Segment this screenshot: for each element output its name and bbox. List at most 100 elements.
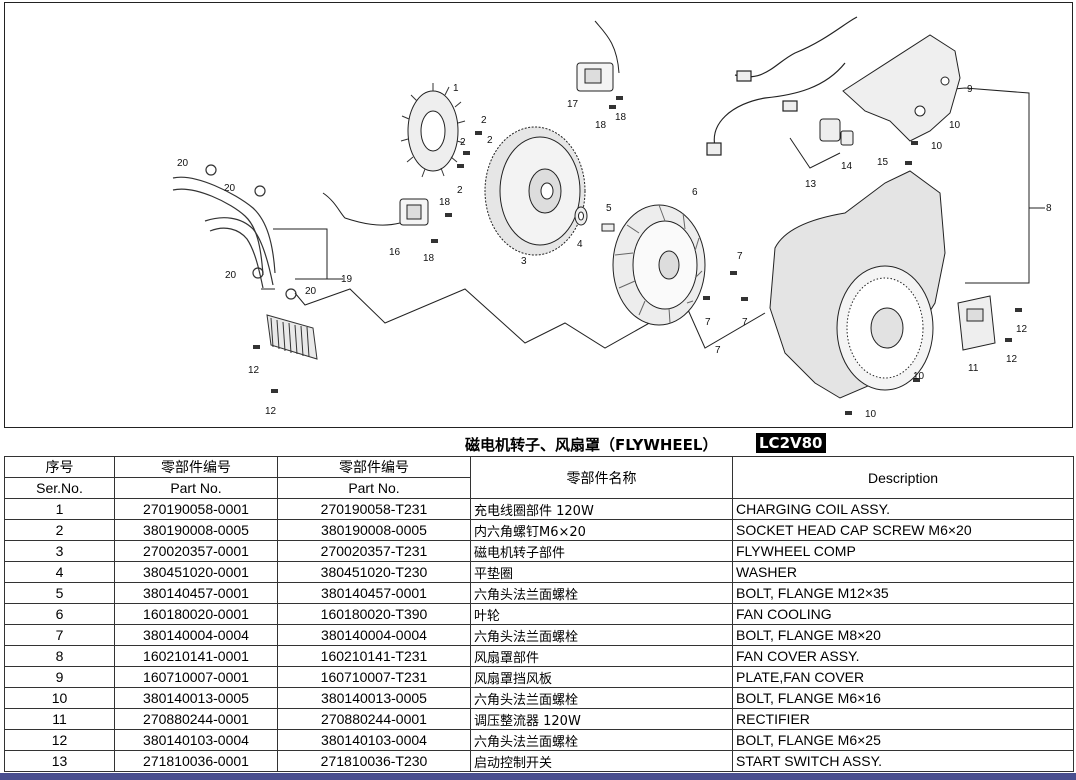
cell-part-name-cn: 风扇罩部件 [470,645,733,667]
cell-ser-no: 7 [4,624,115,646]
cell-ser-no: 8 [4,645,115,667]
cell-description: START SWITCH ASSY. [732,750,1074,772]
cell-part-no-alt: 271810036-T230 [277,750,471,772]
callout-18: 18 [439,197,451,208]
cell-ser-no: 9 [4,666,115,688]
callout-2: 2 [487,135,493,146]
cell-ser-no: 4 [4,561,115,583]
cell-part-no-alt: 160180020-T390 [277,603,471,625]
cell-description: BOLT, FLANGE M12×35 [732,582,1074,604]
cell-part-no: 270020357-0001 [114,540,278,562]
cell-part-no: 380140103-0004 [114,729,278,751]
cell-ser-no: 12 [4,729,115,751]
cell-description: CHARGING COIL ASSY. [732,498,1074,520]
callout-7: 7 [715,345,721,356]
callout-20: 20 [224,183,236,194]
header-ser-cn: 序号 [4,456,115,478]
ignition-coil-drawing [322,192,429,226]
cell-part-no-alt: 380140457-0001 [277,582,471,604]
callout-12: 12 [1016,324,1028,335]
cell-part-name-cn: 六角头法兰面螺栓 [470,687,733,709]
header-name-cn: 零部件名称 [470,456,733,499]
fan-cover-drawing [769,170,946,399]
cell-part-no: 380140004-0004 [114,624,278,646]
cell-part-no: 380190008-0005 [114,519,278,541]
callout-9: 9 [967,84,973,95]
cell-part-name-cn: 平垫圈 [470,561,733,583]
callout-17: 17 [567,99,579,110]
callout-20: 20 [225,270,237,281]
cell-ser-no: 6 [4,603,115,625]
callout-18: 18 [423,253,435,264]
callout-1: 1 [453,83,459,94]
callout-6: 6 [692,187,698,198]
callout-20: 20 [305,286,317,297]
flywheel-drawing [484,126,586,256]
cell-part-no: 270880244-0001 [114,708,278,730]
header-part2-cn: 零部件编号 [277,456,471,478]
callout-18: 18 [595,120,607,131]
cell-part-name-cn: 风扇罩挡风板 [470,666,733,688]
callout-12: 12 [265,406,277,417]
callout-3: 3 [521,256,527,267]
callout-8: 8 [1046,203,1052,214]
cell-part-name-cn: 启动控制开关 [470,750,733,772]
rectifier-drawing [957,295,996,351]
cell-part-no: 380140013-0005 [114,687,278,709]
header-part1-en: Part No. [114,477,278,499]
cell-part-no: 160180020-0001 [114,603,278,625]
cell-description: FAN COVER ASSY. [732,645,1074,667]
cell-part-no-alt: 160210141-T231 [277,645,471,667]
callout-2: 2 [457,185,463,196]
cell-part-name-cn: 内六角螺钉M6×20 [470,519,733,541]
header-description: Description [732,456,1074,499]
cell-ser-no: 3 [4,540,115,562]
cell-description: FAN COOLING [732,603,1074,625]
cell-part-name-cn: 六角头法兰面螺栓 [470,624,733,646]
cell-description: SOCKET HEAD CAP SCREW M6×20 [732,519,1074,541]
cell-part-no-alt: 270020357-T231 [277,540,471,562]
heat-exchanger-drawing [266,314,318,360]
washer-bolt-drawing [574,206,615,232]
cell-part-no: 380140457-0001 [114,582,278,604]
cell-part-no: 160210141-0001 [114,645,278,667]
model-badge: LC2V80 [756,433,826,453]
start-switch-drawing [819,118,854,146]
callout-2: 2 [481,115,487,126]
callout-18: 18 [615,112,627,123]
callout-12: 12 [1006,354,1018,365]
hose-assembly-drawing [172,164,297,300]
callout-12: 12 [248,365,260,376]
callout-16: 16 [389,247,401,258]
callout-4: 4 [577,239,583,250]
cell-part-no-alt: 380140103-0004 [277,729,471,751]
cell-description: BOLT, FLANGE M6×25 [732,729,1074,751]
cell-description: BOLT, FLANGE M6×16 [732,687,1074,709]
cell-description: BOLT, FLANGE M8×20 [732,624,1074,646]
cell-part-name-cn: 调压整流器 120W [470,708,733,730]
cooling-fan-drawing [612,204,706,326]
header-ser-en: Ser.No. [4,477,115,499]
diagram-drawing: 1 2 2 2 2 3 4 5 6 7 7 7 7 8 9 10 10 10 1… [172,16,1052,420]
header-part2-en: Part No. [277,477,471,499]
cell-part-name-cn: 磁电机转子部件 [470,540,733,562]
callout-19: 19 [341,274,353,285]
table-header: 序号 零部件编号 零部件编号 零部件名称 Description Ser.No.… [4,456,1074,499]
cell-part-name-cn: 叶轮 [470,603,733,625]
callout-11: 11 [968,363,979,374]
baffle-plate-drawing [842,34,961,142]
section-title: 磁电机转子、风扇罩（FLYWHEEL） LC2V80 [0,430,1076,456]
cell-ser-no: 10 [4,687,115,709]
callout-14: 14 [841,161,853,172]
callout-5: 5 [606,203,612,214]
title-text: 磁电机转子、风扇罩（FLYWHEEL） [465,436,718,454]
cell-part-no-alt: 270880244-0001 [277,708,471,730]
cell-ser-no: 2 [4,519,115,541]
callout-13: 13 [805,179,817,190]
